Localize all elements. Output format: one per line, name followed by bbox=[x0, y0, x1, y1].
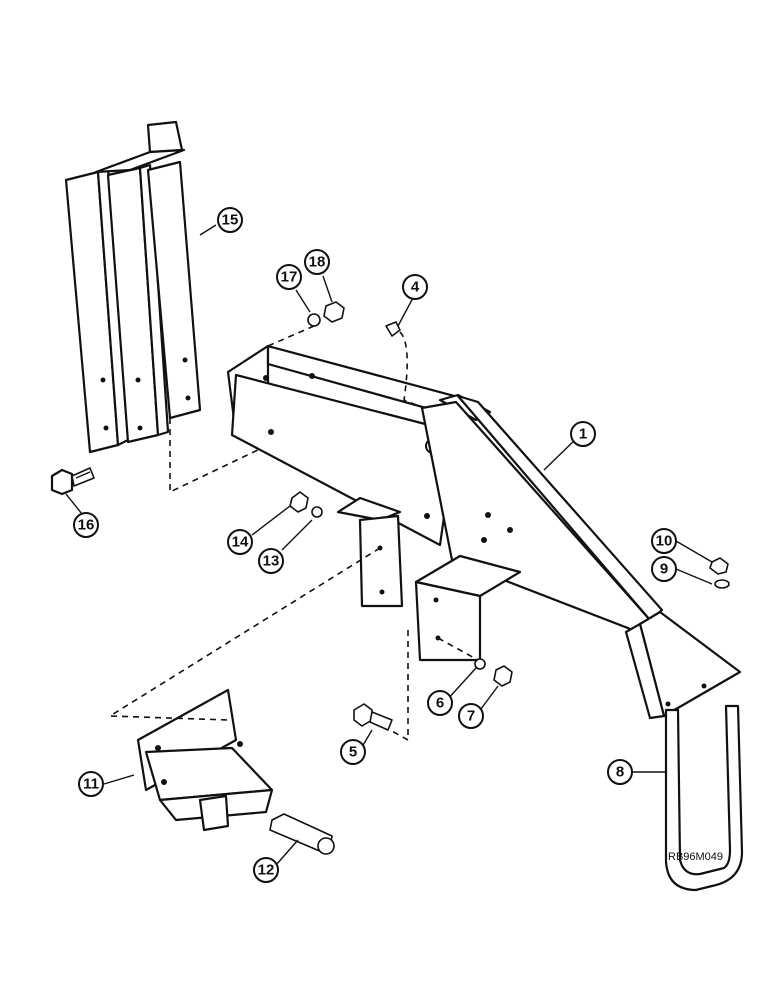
svg-text:16: 16 bbox=[78, 517, 95, 534]
lower-mounting-bracket bbox=[136, 688, 274, 832]
callout-14: 14 bbox=[227, 529, 253, 555]
svg-text:17: 17 bbox=[281, 269, 298, 286]
nut-7 bbox=[493, 665, 513, 687]
callout-11: 11 bbox=[78, 771, 104, 797]
callout-13: 13 bbox=[258, 548, 284, 574]
callout-7: 7 bbox=[458, 703, 484, 729]
svg-text:10: 10 bbox=[656, 533, 673, 550]
callout-18: 18 bbox=[304, 249, 330, 275]
callout-10: 10 bbox=[651, 528, 677, 554]
svg-text:12: 12 bbox=[258, 862, 275, 879]
u-bolt-8 bbox=[664, 704, 744, 892]
callout-17: 17 bbox=[276, 264, 302, 290]
nut-18 bbox=[323, 301, 345, 323]
nut-14 bbox=[289, 491, 309, 513]
washer-17 bbox=[307, 313, 321, 327]
leader-lines bbox=[65, 224, 713, 866]
callout-15: 15 bbox=[217, 207, 243, 233]
svg-text:6: 6 bbox=[436, 695, 444, 712]
main-support-arm bbox=[226, 344, 742, 720]
vertical-channel-bracket bbox=[64, 120, 202, 454]
svg-text:1: 1 bbox=[579, 426, 587, 443]
callout-12: 12 bbox=[253, 857, 279, 883]
washer-13 bbox=[311, 506, 323, 518]
callout-4: 4 bbox=[402, 274, 428, 300]
figure-reference: RB96M049 bbox=[668, 851, 723, 863]
svg-text:4: 4 bbox=[411, 279, 420, 296]
callout-16: 16 bbox=[73, 512, 99, 538]
svg-text:14: 14 bbox=[232, 534, 249, 551]
svg-text:7: 7 bbox=[467, 708, 475, 725]
svg-text:8: 8 bbox=[616, 764, 624, 781]
callout-5: 5 bbox=[340, 739, 366, 765]
svg-text:13: 13 bbox=[263, 553, 280, 570]
hex-bolt-5 bbox=[353, 703, 373, 727]
mounting-plate-center bbox=[336, 496, 522, 662]
callout-6: 6 bbox=[427, 690, 453, 716]
callout-1: 1 bbox=[570, 421, 596, 447]
hex-bolt-16 bbox=[50, 467, 95, 496]
svg-text:15: 15 bbox=[222, 212, 239, 229]
washer-9 bbox=[714, 579, 730, 589]
grease-fitting-4 bbox=[385, 321, 401, 337]
svg-text:5: 5 bbox=[349, 744, 357, 761]
svg-text:9: 9 bbox=[660, 561, 668, 578]
washer-6 bbox=[474, 658, 486, 670]
assembly-lines bbox=[107, 325, 479, 742]
svg-text:18: 18 bbox=[309, 254, 326, 271]
nut-10 bbox=[709, 557, 729, 575]
hardware bbox=[269, 301, 730, 855]
svg-text:11: 11 bbox=[83, 776, 99, 793]
callout-8: 8 bbox=[607, 759, 633, 785]
callout-9: 9 bbox=[651, 556, 677, 582]
